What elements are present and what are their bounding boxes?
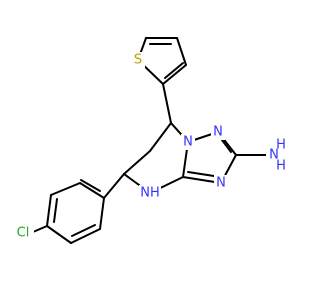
phenyl-bond-2 bbox=[50, 182, 81, 196]
atom-nh-ring: NH bbox=[140, 186, 160, 201]
bond-thiophene-c7 bbox=[162, 83, 172, 124]
atom-sulfur: S bbox=[134, 53, 142, 68]
atom-amine-h-bottom: H bbox=[276, 159, 286, 174]
bond-c7-c6 bbox=[149, 122, 172, 152]
molecule-structure-diagram: S N N N NH H N H Cl bbox=[12, 37, 290, 244]
mask-nh bbox=[139, 185, 161, 201]
phenyl-bond-3-double bbox=[53, 198, 58, 223]
atom-nitrogen-bridge: N bbox=[183, 135, 193, 150]
phenyl-bond-4 bbox=[46, 225, 72, 244]
atom-nitrogen-n3: N bbox=[216, 176, 226, 191]
thiophene-ring bbox=[137, 37, 187, 85]
atom-amine-n: N bbox=[269, 148, 279, 163]
atom-amine-h-top: H bbox=[276, 138, 286, 153]
mask-nh2 bbox=[266, 138, 290, 170]
phenyl-bond-5-double bbox=[71, 224, 96, 237]
phenyl-bond-1-double bbox=[80, 179, 101, 192]
bond-c6-c5 bbox=[123, 150, 151, 175]
bond-nn-c2-double bbox=[221, 139, 232, 153]
mask-nn bbox=[211, 124, 225, 140]
pyrimidine-ring bbox=[123, 122, 189, 194]
bond-c3-c4 bbox=[176, 37, 187, 66]
mask-cl bbox=[12, 225, 34, 241]
bond-phenyl-cl bbox=[32, 225, 48, 233]
phenyl-bond-1 bbox=[79, 182, 105, 199]
mask-n1 bbox=[181, 134, 195, 150]
phenyl-bond-6 bbox=[99, 197, 105, 230]
phenyl-bond-3 bbox=[46, 194, 52, 227]
mask-s bbox=[131, 52, 145, 68]
bond-c2-c3 bbox=[162, 64, 187, 85]
atom-chlorine: Cl bbox=[17, 226, 30, 241]
bond-n3-c3a-double bbox=[187, 171, 215, 177]
bond-c3-c3-double bbox=[164, 62, 184, 79]
bond-c5-phenyl bbox=[103, 173, 125, 199]
phenyl-bond-5 bbox=[70, 228, 101, 244]
chlorophenyl-ring bbox=[46, 179, 105, 244]
atom-nitrogen-triazole: N bbox=[213, 125, 223, 140]
mask-n3 bbox=[214, 175, 228, 191]
